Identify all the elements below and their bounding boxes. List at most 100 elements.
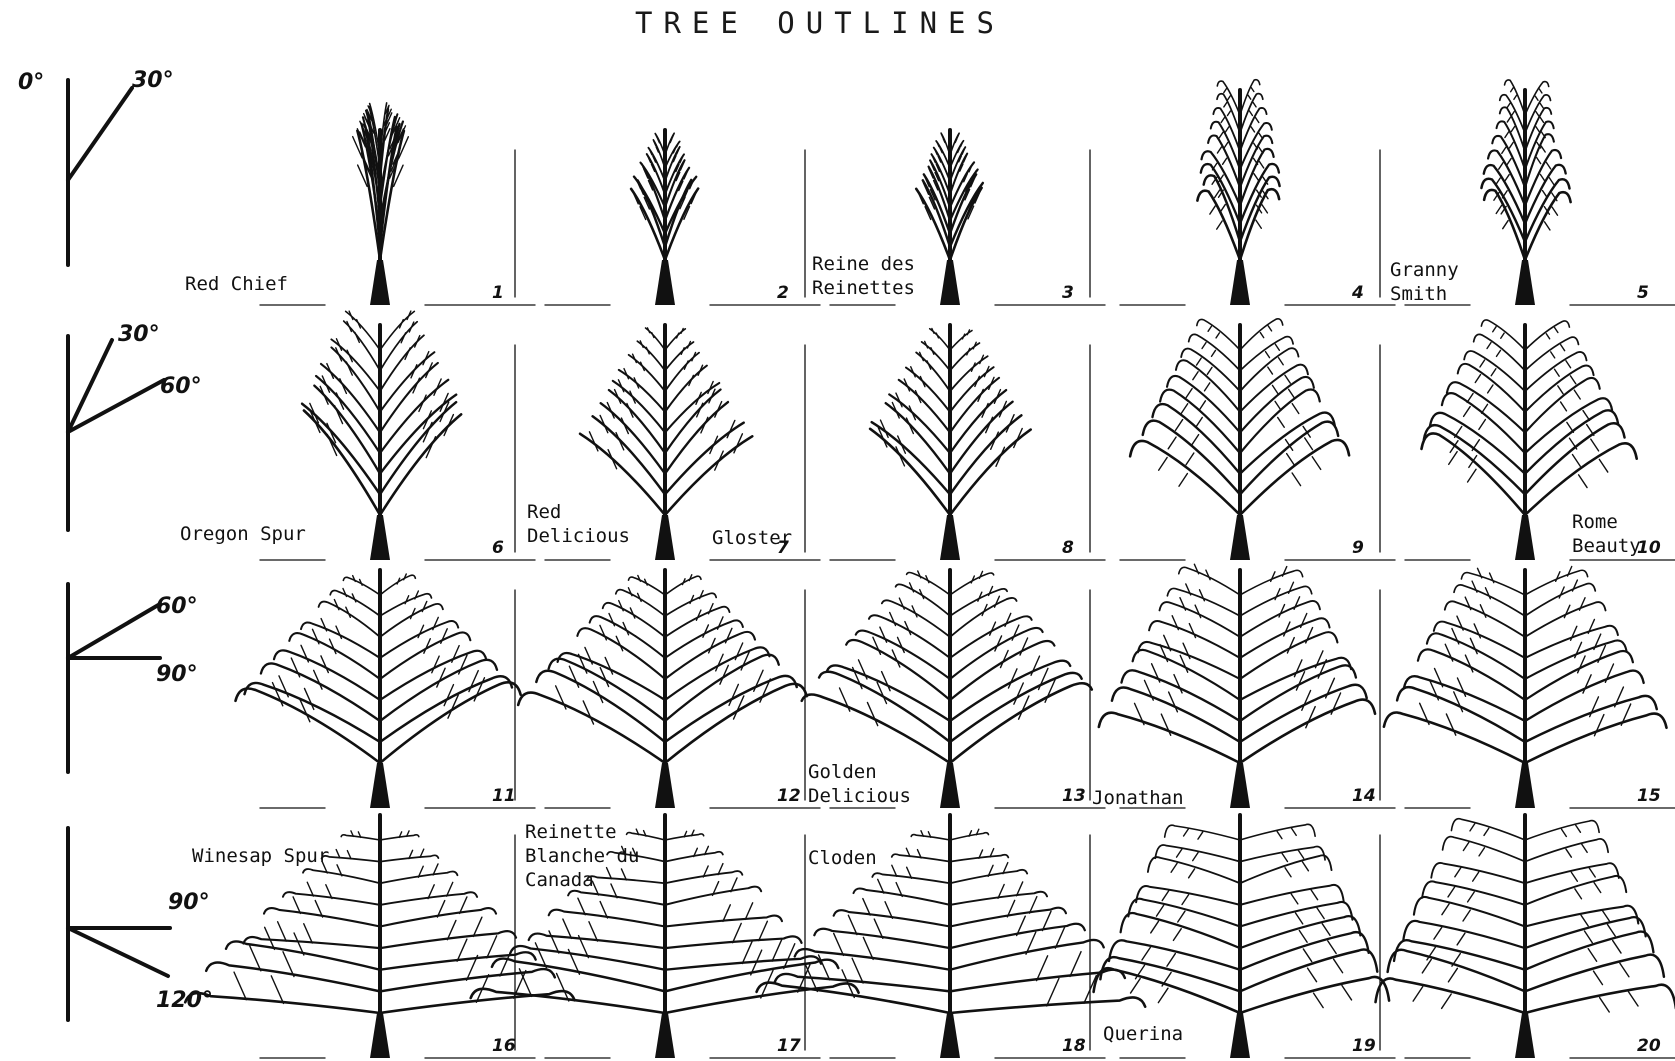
branch (1452, 629, 1459, 644)
branch (322, 376, 329, 392)
branch (422, 601, 426, 611)
tree-number: 20 (1637, 1036, 1661, 1056)
branch (605, 657, 612, 674)
branch (1198, 832, 1203, 839)
branch (1180, 598, 1186, 610)
branch (316, 376, 380, 453)
branch (1306, 707, 1315, 728)
variety-label: Rome Beauty (1572, 510, 1641, 558)
branch (1525, 570, 1588, 595)
branch (1580, 598, 1586, 610)
branch (665, 960, 838, 992)
variety-label: Gloster (712, 526, 792, 550)
branch (889, 394, 950, 453)
variety-label: Reine des Reinettes (812, 252, 915, 300)
branch (1254, 174, 1258, 181)
tree-number: 6 (492, 538, 504, 558)
branch (492, 959, 665, 992)
branch (609, 613, 614, 625)
branch (1240, 665, 1356, 721)
branch (963, 334, 965, 339)
branch (1578, 656, 1585, 673)
branch (916, 352, 950, 391)
branch (1505, 132, 1509, 138)
tree-number: 15 (1637, 786, 1661, 806)
branch (1470, 638, 1477, 653)
branch (1496, 350, 1500, 356)
branch (1159, 602, 1240, 637)
branch (1499, 163, 1503, 170)
branch (1496, 205, 1501, 213)
branch (726, 628, 732, 642)
branch (1305, 438, 1313, 450)
branch (1251, 127, 1254, 132)
branch (1571, 626, 1577, 640)
branch (1268, 326, 1271, 331)
branch (665, 342, 694, 371)
branch (1208, 326, 1211, 331)
branch (1184, 829, 1189, 836)
branch (1249, 111, 1252, 116)
branch (1603, 911, 1610, 922)
branch (1287, 638, 1294, 653)
branch (1525, 626, 1618, 658)
branch (1211, 350, 1215, 356)
branch (696, 392, 701, 404)
branch (1566, 361, 1571, 368)
tree-number: 18 (1062, 1036, 1086, 1056)
variety-label: Red Delicious (527, 500, 630, 548)
branch (1598, 646, 1605, 663)
branch (745, 903, 752, 920)
branch (1525, 714, 1666, 763)
branch (347, 322, 351, 332)
branch (1535, 96, 1538, 100)
tree-number: 19 (1352, 1036, 1376, 1056)
branch (1491, 369, 1496, 376)
branch (1240, 685, 1367, 742)
branch (457, 939, 467, 961)
branch (1448, 968, 1457, 982)
branch (444, 415, 453, 436)
branch (1020, 638, 1028, 655)
branch (1296, 672, 1304, 690)
branch (1202, 342, 1206, 348)
branch (848, 915, 857, 934)
branch (305, 688, 314, 709)
branch (589, 922, 598, 941)
branch (1434, 927, 1442, 939)
branch (274, 650, 380, 700)
tree-outline-2 (631, 130, 698, 305)
branch (1326, 678, 1335, 698)
branch (1223, 158, 1227, 164)
branch (1496, 178, 1501, 185)
branch (1302, 862, 1308, 871)
branch (1251, 87, 1254, 91)
branch (380, 682, 521, 763)
branch (1167, 954, 1175, 967)
branch (1256, 220, 1261, 228)
branch (1551, 352, 1555, 358)
branch (1454, 692, 1463, 712)
tree-outline-20 (1376, 815, 1675, 1058)
branch (950, 356, 988, 391)
branch (1292, 404, 1299, 414)
variety-label: Red Chief (185, 272, 288, 296)
branch (1275, 401, 1281, 410)
branch (1306, 628, 1313, 643)
branch (1299, 930, 1307, 942)
branch (433, 617, 438, 629)
branch (1539, 89, 1542, 93)
branch (1189, 624, 1195, 638)
branch (1493, 327, 1496, 332)
branch (1590, 697, 1599, 717)
tree-outline-6 (302, 311, 461, 560)
branch (1206, 570, 1210, 580)
branch (1384, 712, 1525, 763)
tree-number: 11 (492, 786, 516, 806)
branch (1507, 117, 1510, 122)
branch (950, 661, 1070, 721)
branch (1173, 929, 1181, 941)
branch (665, 983, 859, 1013)
branch (314, 670, 322, 689)
branch (1587, 425, 1594, 436)
